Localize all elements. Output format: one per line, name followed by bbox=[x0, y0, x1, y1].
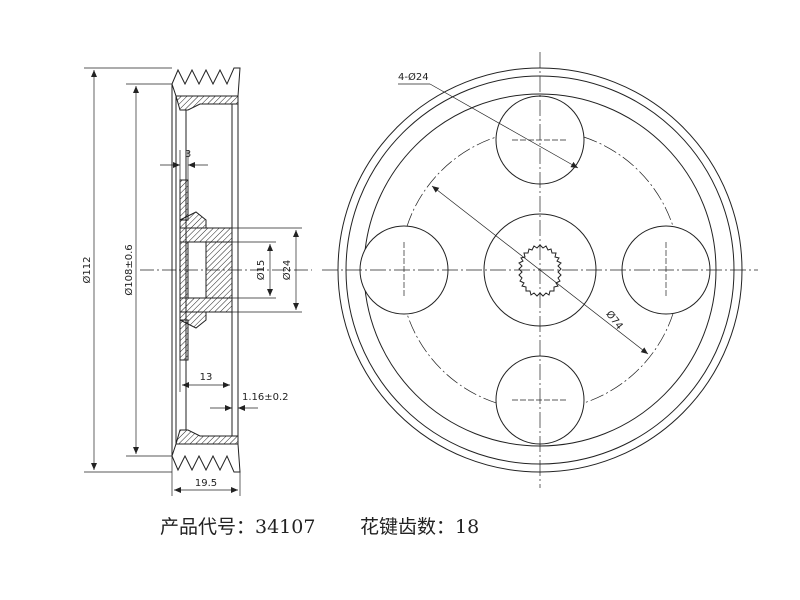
product-code-caption: 产品代号：34107 bbox=[160, 516, 316, 538]
hub-top bbox=[179, 227, 233, 243]
hub-bottom bbox=[179, 297, 233, 313]
web-section-top bbox=[179, 179, 189, 221]
top-rim-section bbox=[175, 95, 239, 111]
side-dimensions bbox=[84, 67, 302, 496]
dim-hub-length: 13 bbox=[200, 372, 213, 383]
side-dimension-labels: Ø112 Ø108±0.6 3 Ø15 Ø24 13 1.16±0.2 19.5 bbox=[81, 149, 293, 489]
dim-hub: Ø24 bbox=[281, 260, 293, 281]
bottom-rim-grooves bbox=[171, 443, 241, 473]
hub-shoulder-top bbox=[179, 211, 207, 229]
front-dimensions bbox=[398, 83, 649, 355]
dim-width: 19.5 bbox=[195, 478, 217, 489]
dim-pitch-circle: Ø74 bbox=[603, 308, 625, 332]
web-section-bottom bbox=[179, 319, 189, 361]
dim-holes: 4-Ø24 bbox=[398, 71, 429, 83]
dim-web-thickness: 3 bbox=[185, 149, 191, 160]
dim-offset: 1.16±0.2 bbox=[242, 392, 289, 403]
dim-bore: Ø15 bbox=[255, 260, 267, 281]
dim-outer-diameter: Ø112 bbox=[81, 257, 93, 284]
top-rim-grooves bbox=[171, 67, 241, 97]
spline-teeth-caption: 花键齿数：18 bbox=[360, 516, 480, 538]
bottom-rim-section bbox=[175, 429, 239, 445]
dim-groove-diameter: Ø108±0.6 bbox=[123, 244, 135, 295]
